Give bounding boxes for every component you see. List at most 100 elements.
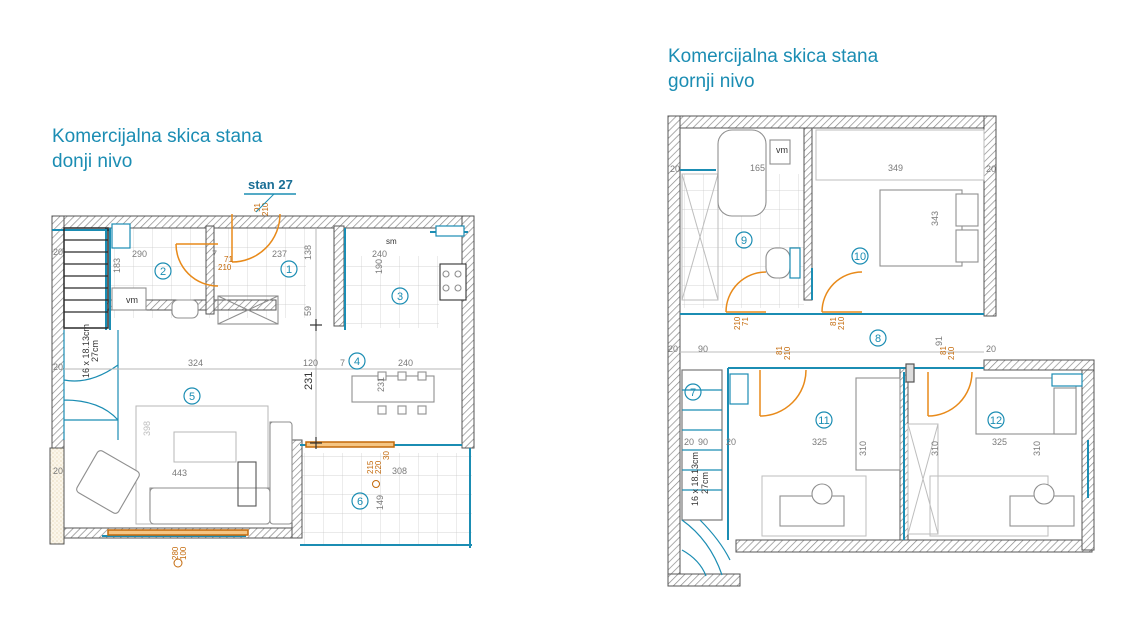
- dim-20b: 20: [986, 164, 996, 174]
- door-top-height: 210: [261, 202, 270, 216]
- apartment-label: stan 27: [248, 177, 293, 192]
- lower-dimensions: 290 237 240 183 138 190 59 324 120 7 240…: [53, 245, 413, 510]
- dim-20c: 20: [668, 344, 678, 354]
- door9-height: 210: [733, 316, 742, 330]
- dim-7a: 7: [340, 358, 345, 368]
- upper-title-line2: gornji nivo: [668, 71, 755, 92]
- dim-120: 120: [303, 358, 318, 368]
- lower-title-line1: Komercijalna skica stana: [52, 126, 263, 147]
- room-9: 9: [741, 235, 747, 247]
- upper-staircase: [681, 369, 731, 577]
- dim-20a: 20: [670, 164, 680, 174]
- door12-width: 81: [939, 346, 948, 355]
- door10-width: 81: [829, 317, 838, 326]
- room-8: 8: [875, 333, 881, 345]
- window-width: 215: [366, 460, 375, 474]
- dim-231: 231: [303, 372, 315, 390]
- door-wc-width: 71: [224, 255, 233, 264]
- upper-level-plan: 165 349 343 90 91 325 325 310 310 310 20…: [667, 115, 1095, 587]
- door11-height: 210: [783, 346, 792, 360]
- kitchen-floor: [345, 256, 439, 328]
- door9-width: 71: [741, 317, 750, 326]
- lower-crosshairs: [310, 319, 322, 449]
- door10-height: 210: [837, 316, 846, 330]
- lower-stair-note: 16 x 18.13cm 27cm: [81, 324, 100, 378]
- lower-opening-labels: 91 210 71 210 215 220 30 280 100: [171, 202, 391, 568]
- dim-240b: 240: [398, 358, 413, 368]
- wc-fixture-label: vm: [126, 295, 138, 305]
- dim-240: 240: [372, 249, 387, 259]
- room-2: 2: [160, 266, 166, 278]
- lower-staircase: [63, 227, 119, 440]
- lower-level-title: Komercijalna skica stana donji nivo: [52, 124, 262, 174]
- dim-310b: 310: [930, 441, 940, 456]
- window-bottom-height: 100: [179, 546, 188, 560]
- room-11: 11: [818, 415, 829, 427]
- dim-20c: 20: [53, 362, 63, 372]
- window-bottom-width: 280: [171, 546, 180, 560]
- room-10: 10: [854, 251, 866, 263]
- dim-20a: 20: [53, 247, 63, 257]
- door-wc-height: 210: [218, 263, 232, 272]
- dim-237: 237: [272, 249, 287, 259]
- dim-59: 59: [303, 306, 313, 316]
- room-12: 12: [990, 415, 1002, 427]
- room-1: 1: [286, 264, 292, 276]
- dim-90: 90: [698, 344, 708, 354]
- dim-20d: 20: [986, 344, 996, 354]
- dim-290: 290: [132, 249, 147, 259]
- kitchen-fixture-label: sm: [386, 237, 397, 246]
- dim-443: 443: [172, 468, 187, 478]
- upper-stair-tread-depth: 27cm: [700, 472, 710, 494]
- dim-183: 183: [112, 258, 122, 273]
- upper-windows: [680, 169, 1089, 540]
- dim-91: 91: [934, 336, 944, 346]
- dim-325b: 325: [992, 437, 1007, 447]
- dim-20b: 20: [53, 466, 63, 476]
- lower-level-plan: 290 237 240 183 138 190 59 324 120 7 240…: [49, 177, 475, 568]
- dim-310a: 310: [858, 441, 868, 456]
- upper-dimensions: 165 349 343 90 91 325 325 310 310 310 20…: [668, 163, 1042, 456]
- lower-room-markers: [154, 260, 409, 510]
- dim-308: 308: [392, 466, 407, 476]
- upper-room-numbers: 7 8 9 10 11 12: [690, 235, 1002, 427]
- upper-radiators: [729, 247, 1083, 405]
- lower-furniture: [76, 263, 467, 525]
- dim-310c: 310: [1032, 441, 1042, 456]
- door-top-width: 91: [253, 203, 262, 212]
- dim-149: 149: [375, 495, 385, 510]
- lower-doors: [107, 213, 395, 536]
- dim-20f: 20: [726, 437, 736, 447]
- dim-165: 165: [750, 163, 765, 173]
- lower-room-numbers: 1 2 3 4 5 6: [160, 264, 403, 508]
- upper-interior-lines: [680, 129, 1049, 537]
- bath-fixture-label: vm: [776, 145, 788, 155]
- stair-step-size: 16 x 18.13cm: [81, 324, 91, 378]
- dim-325a: 325: [812, 437, 827, 447]
- upper-title-line1: Komercijalna skica stana: [668, 46, 879, 67]
- terrace-floor: [300, 453, 472, 545]
- dim-138: 138: [303, 245, 313, 260]
- upper-opening-labels: 71 210 81 210 81 210 81 210: [733, 316, 956, 360]
- lower-title-line2: donji nivo: [52, 151, 133, 172]
- dim-90b: 90: [698, 437, 708, 447]
- room-4: 4: [354, 356, 360, 368]
- dim-231b: 231: [376, 377, 386, 392]
- dim-190: 190: [374, 259, 384, 274]
- dim-20e: 20: [684, 437, 694, 447]
- upper-doors: [725, 271, 973, 417]
- dim-7b: 7: [212, 249, 217, 259]
- upper-stair-note: 16 x 18.13cm 27cm: [690, 452, 710, 506]
- window-height: 220: [374, 460, 383, 474]
- upper-level-title: Komercijalna skica stana gornji nivo: [668, 44, 878, 94]
- stair-tread-depth: 27cm: [90, 340, 100, 362]
- door11-width: 81: [775, 346, 784, 355]
- dim-343: 343: [930, 211, 940, 226]
- upper-furniture: [717, 129, 1077, 527]
- room-6: 6: [357, 496, 363, 508]
- window-sill: 30: [382, 451, 391, 460]
- room-5: 5: [189, 391, 195, 403]
- dim-398: 398: [142, 421, 152, 436]
- room-7: 7: [690, 387, 696, 399]
